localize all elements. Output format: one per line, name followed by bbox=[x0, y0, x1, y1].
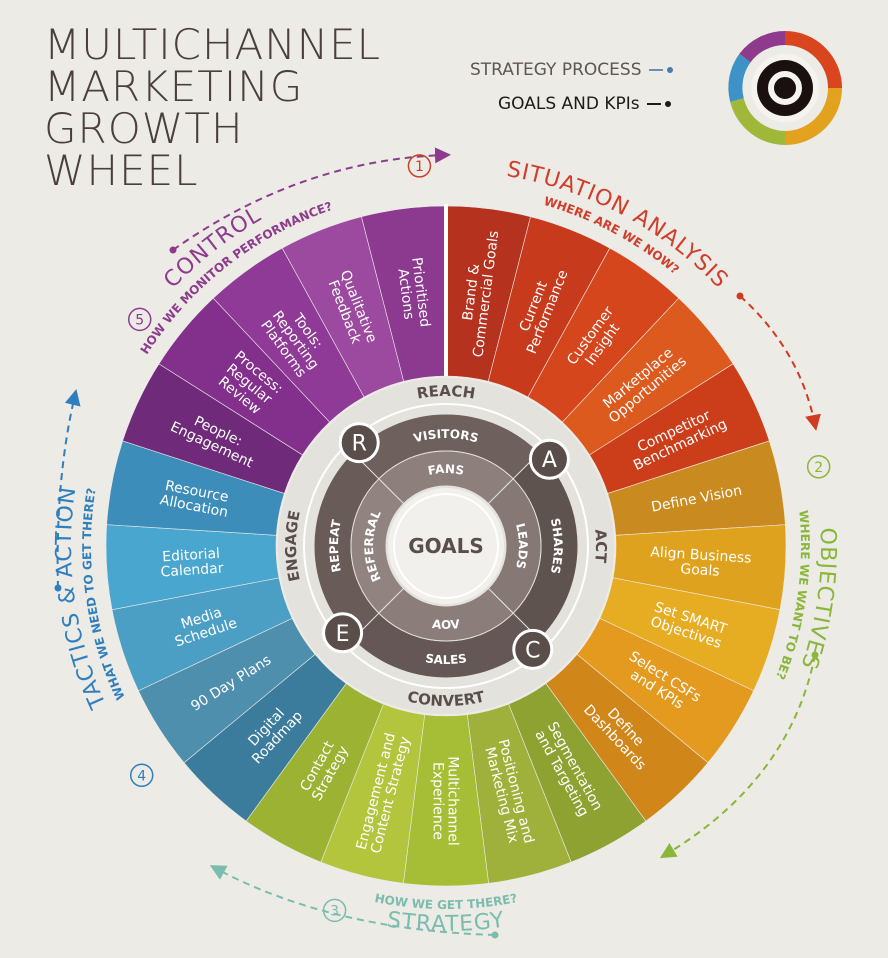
arrow-start-dot bbox=[736, 292, 744, 300]
mini-wheel-arc-green bbox=[730, 98, 786, 145]
stage-subtitle-text: HOW WE GET THERE? bbox=[374, 891, 519, 912]
arrow-start-dot bbox=[811, 651, 819, 659]
segment-label-text: Actions bbox=[394, 268, 416, 321]
arrow-start-dot bbox=[54, 584, 62, 592]
race-metric-text: AOV bbox=[431, 617, 461, 632]
legend-label: STRATEGY PROCESS bbox=[470, 60, 642, 80]
race-metric: SALES bbox=[424, 651, 467, 667]
legend-goals-kpis: GOALS AND KPIs bbox=[498, 94, 672, 114]
segment-label-text: Goals bbox=[680, 561, 720, 579]
legend-dot bbox=[666, 67, 673, 73]
race-metric-text: SHARES bbox=[548, 517, 565, 575]
race-letter: E bbox=[336, 622, 350, 647]
process-cycle-arrows bbox=[54, 147, 821, 939]
segment-label-text: Multichannel bbox=[445, 756, 461, 846]
race-metric-text: REPEAT bbox=[327, 518, 344, 574]
race-metric-text: FANS bbox=[427, 462, 466, 478]
arrow-situation-to-objectives bbox=[739, 295, 821, 431]
stage-subtitle: HOW WE GET THERE? bbox=[374, 891, 519, 912]
race-stage-name: ACT bbox=[591, 529, 610, 565]
race-metric: AOV bbox=[431, 617, 461, 632]
race-letter: A bbox=[542, 448, 557, 473]
race-inner-band bbox=[350, 478, 405, 614]
segment-label-text: Align Business bbox=[650, 544, 752, 566]
segment-label-text: Experience bbox=[430, 762, 446, 840]
race-metric: FANS bbox=[427, 462, 466, 478]
race-metric-text: SALES bbox=[424, 651, 467, 667]
race-stage-name-text: ENGAGE bbox=[282, 509, 304, 583]
segment-label-text: Calendar bbox=[160, 561, 224, 581]
arrow-start-dot bbox=[169, 246, 177, 254]
stage-number-badge bbox=[129, 763, 154, 788]
legend-leader-line bbox=[648, 69, 663, 71]
legend-strategy-process: STRATEGY PROCESS bbox=[470, 60, 673, 80]
stage-number-badge bbox=[407, 154, 432, 178]
arrow-objectives-to-strategy bbox=[659, 654, 816, 859]
legend-mini-wheel bbox=[728, 31, 842, 145]
mini-wheel-ring bbox=[768, 71, 802, 105]
race-letter-badge bbox=[338, 422, 380, 464]
race-metric: VISITORS bbox=[412, 427, 480, 445]
segment-label-text: Editorial bbox=[162, 546, 221, 566]
goals-core bbox=[388, 488, 504, 604]
race-stage-name: CONVERT bbox=[406, 687, 487, 710]
stage-number: 1 bbox=[415, 159, 424, 175]
mini-wheel-arc-yellow bbox=[784, 87, 842, 145]
race-metric-text: VISITORS bbox=[412, 427, 480, 445]
mini-wheel-arc-purple bbox=[739, 31, 786, 63]
legend-dot bbox=[665, 101, 672, 107]
stage-number: 5 bbox=[135, 312, 144, 328]
mini-wheel-arc-blue bbox=[728, 53, 751, 102]
race-stage-name: ENGAGE bbox=[282, 509, 304, 583]
race-outline-ring bbox=[303, 403, 589, 689]
arrow-control-to-situation bbox=[172, 147, 451, 251]
segment-label-text: Brand & bbox=[460, 263, 483, 322]
stage-number: 2 bbox=[814, 460, 823, 476]
race-wheel: GOALS REACH VISITORS FANS R ACT SHARES LEADS A CO… bbox=[278, 378, 614, 714]
goals-core-ring bbox=[393, 493, 499, 599]
stage-number: 4 bbox=[137, 768, 146, 784]
stage-title-text: STRATEGY bbox=[385, 908, 505, 938]
race-stage-name: REACH bbox=[416, 382, 477, 403]
race-metric-text: LEADS bbox=[513, 522, 530, 571]
goals-label: GOALS bbox=[408, 534, 484, 558]
stage-number-badge bbox=[322, 898, 347, 923]
race-letter: C bbox=[525, 638, 540, 663]
legend-label: GOALS AND KPIs bbox=[498, 94, 640, 114]
stage-number-badge bbox=[127, 307, 152, 332]
race-letter-badge bbox=[512, 628, 554, 670]
race-metric: LEADS bbox=[513, 522, 530, 571]
title-line: MULTICHANNEL bbox=[44, 20, 382, 69]
mini-wheel-arc-red bbox=[784, 31, 842, 89]
race-stage-name-text: CONVERT bbox=[406, 687, 487, 710]
title-line: WHEEL bbox=[44, 146, 199, 195]
stage-number-badge bbox=[806, 455, 831, 479]
race-stage-name-text: REACH bbox=[416, 382, 477, 403]
arrow-start-dot bbox=[491, 931, 499, 939]
legend-leader-line bbox=[647, 103, 662, 105]
title-line: MARKETING bbox=[44, 62, 304, 111]
mini-wheel-core bbox=[757, 60, 813, 116]
race-metric: REPEAT bbox=[327, 518, 344, 574]
stage-title: STRATEGY bbox=[385, 908, 506, 938]
race-metric: SHARES bbox=[548, 517, 565, 575]
title-line: GROWTH bbox=[44, 104, 244, 153]
stage-number: 3 bbox=[330, 903, 339, 919]
page-title: MULTICHANNEL MARKETING GROWTH WHEEL bbox=[44, 24, 381, 192]
race-letter-badge bbox=[528, 438, 570, 480]
race-letter: R bbox=[352, 432, 367, 457]
arrow-tactics-to-control bbox=[56, 389, 81, 589]
race-stage-name-text: ACT bbox=[591, 529, 610, 565]
arrow-strategy-to-tactics bbox=[209, 865, 496, 936]
race-letter-badge bbox=[322, 612, 364, 654]
